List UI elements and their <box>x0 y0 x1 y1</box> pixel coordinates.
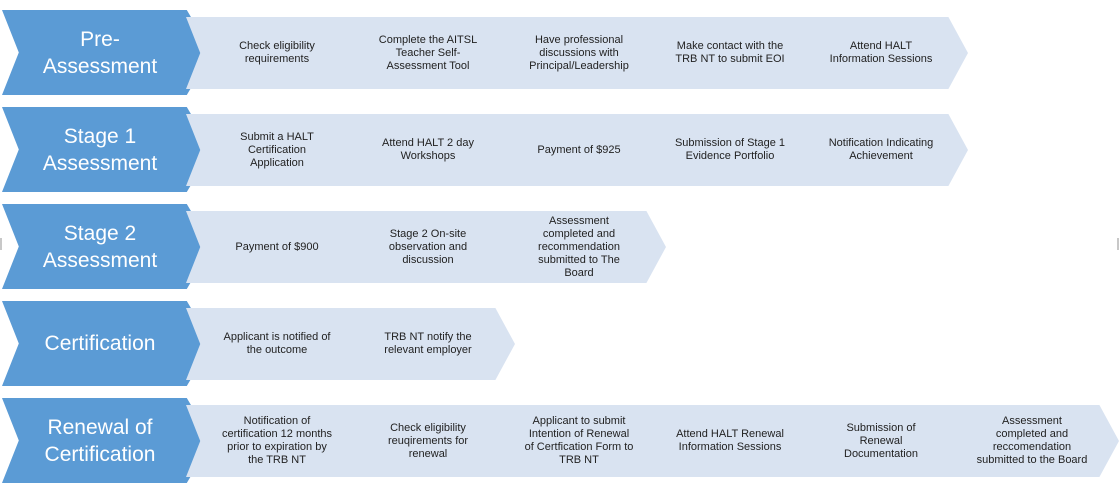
step-label: TRB NT notify the relevant employer <box>384 331 472 356</box>
stage-title: Stage 1 Assessment <box>42 124 158 175</box>
stage-heading-arrow: Certification <box>2 301 212 386</box>
stage-row: Renewal of Certification Notification of … <box>0 398 1120 484</box>
stage-row: Stage 1 Assessment Submit a HALT Certific… <box>0 107 1120 193</box>
step-label: Payment of $900 <box>235 240 319 253</box>
step-label: Applicant is notified of the outcome <box>223 331 331 356</box>
step-chevron: Attend HALT Renewal Information Sessions <box>639 405 817 477</box>
step-label: Attend HALT 2 day Workshops <box>382 137 474 162</box>
step-label: Attend HALT Renewal Information Sessions <box>676 428 784 453</box>
step-chevron: Attend HALT Information Sessions <box>790 17 968 89</box>
step-chevron: Check eligibility reuqirements for renew… <box>337 405 515 477</box>
step-chevron: Applicant to submit Intention of Renewal… <box>488 405 666 477</box>
step-chevron: Notification Indicating Achievement <box>790 114 968 186</box>
step-chevron: Payment of $925 <box>488 114 666 186</box>
stage-title: Renewal of Certification <box>44 415 156 466</box>
step-label: Notification Indicating Achievement <box>828 137 934 162</box>
step-chevron: Submission of Renewal Documentation <box>790 405 968 477</box>
step-chevron: Attend HALT 2 day Workshops <box>337 114 515 186</box>
step-label: Check eligibility reuqirements for renew… <box>387 421 469 460</box>
step-label: Submit a HALT Certification Application <box>240 130 314 169</box>
stage-title: Pre- Assessment <box>42 27 158 78</box>
step-label: Applicant to submit Intention of Renewal… <box>524 415 634 466</box>
resize-handle[interactable] <box>1117 238 1119 250</box>
stage-row: Stage 2 Assessment Payment of $900 Stage 2… <box>0 204 1120 290</box>
stage-row: Certification Applicant is notified of th… <box>0 301 1120 387</box>
step-chevron: Applicant is notified of the outcome <box>186 308 364 380</box>
stage-heading-arrow: Pre- Assessment <box>2 10 212 95</box>
step-chevron: Submission of Stage 1 Evidence Portfolio <box>639 114 817 186</box>
stage-heading-arrow: Renewal of Certification <box>2 398 212 483</box>
step-chevron: Stage 2 On-site observation and discussi… <box>337 211 515 283</box>
step-chevron: Make contact with the TRB NT to submit E… <box>639 17 817 89</box>
step-chevron: Payment of $900 <box>186 211 364 283</box>
resize-handle[interactable] <box>0 238 2 250</box>
step-label: Make contact with the TRB NT to submit E… <box>675 40 785 65</box>
step-chevron: Check eligibility requirements <box>186 17 364 89</box>
step-label: Payment of $925 <box>537 143 621 156</box>
step-chevron: Assessment completed and reccomendation … <box>941 405 1119 477</box>
stage-heading-arrow: Stage 2 Assessment <box>2 204 212 289</box>
step-chevron: Complete the AITSL Teacher Self-Assessme… <box>337 17 515 89</box>
step-label: Notification of certification 12 months … <box>221 415 333 466</box>
step-label: Submission of Stage 1 Evidence Portfolio <box>674 137 786 162</box>
step-label: Submission of Renewal Documentation <box>844 421 918 460</box>
step-label: Stage 2 On-site observation and discussi… <box>388 227 468 266</box>
step-chevron: Notification of certification 12 months … <box>186 405 364 477</box>
step-label: Assessment completed and reccomendation … <box>976 415 1088 466</box>
step-label: Attend HALT Information Sessions <box>829 40 933 65</box>
stage-title: Certification <box>44 332 156 355</box>
step-label: Check eligibility requirements <box>239 40 315 65</box>
step-label: Assessment completed and recommendation … <box>538 214 620 279</box>
step-chevron: TRB NT notify the relevant employer <box>337 308 515 380</box>
step-chevron: Submit a HALT Certification Application <box>186 114 364 186</box>
stage-title: Stage 2 Assessment <box>42 221 158 272</box>
step-chevron: Assessment completed and recommendation … <box>488 211 666 283</box>
step-chevron: Have professional discussions with Princ… <box>488 17 666 89</box>
stage-heading-arrow: Stage 1 Assessment <box>2 107 212 192</box>
step-label: Complete the AITSL Teacher Self-Assessme… <box>378 33 478 72</box>
step-label: Have professional discussions with Princ… <box>529 33 629 72</box>
stage-row: Pre- Assessment Check eligibility require… <box>0 10 1120 96</box>
